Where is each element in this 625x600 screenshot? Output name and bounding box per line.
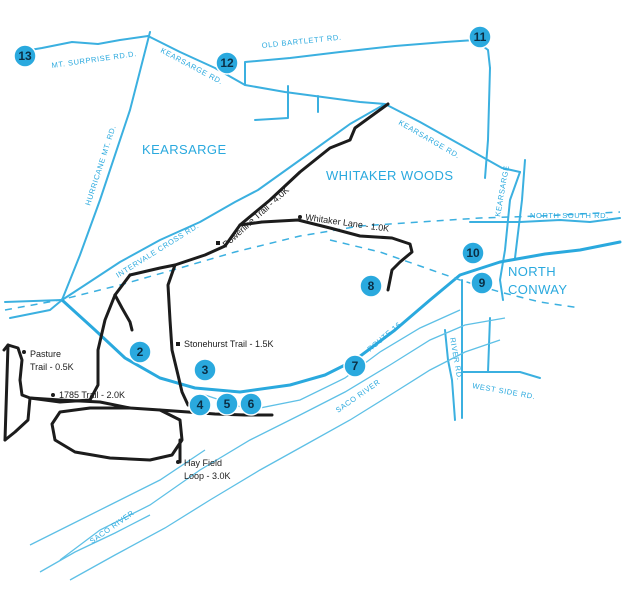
label-hayfield-1: Hay Field [184,458,222,468]
label-saco-river-2: SACO RIVER [88,508,136,545]
svg-text:12: 12 [220,56,234,70]
svg-text:11: 11 [474,30,487,44]
label-north-conway-2: CONWAY [508,282,567,297]
river-bank-south [69,339,501,581]
svg-text:6: 6 [248,397,255,411]
road-left-branch [4,299,63,303]
svg-text:9: 9 [479,276,486,290]
label-stonehurst-trail: Stonehurst Trail - 1.5K [184,339,274,349]
road-west-side [461,371,541,379]
label-saco-river-1: SACO RIVER [334,377,382,414]
marker-6[interactable]: 6 [239,392,263,416]
marker-11[interactable]: 11 [468,25,492,49]
label-pasture-1: Pasture [30,349,61,359]
label-intervale-cross: INTERVALE CROSS RD. [114,221,200,280]
label-route-16: ROUTE 16 [366,320,404,354]
label-north-conway-1: NORTH [508,264,556,279]
road-hurricane-mt [61,31,151,301]
pasture-dot [22,350,26,354]
stonehurst-label-dot [176,342,180,346]
marker-7[interactable]: 7 [343,354,367,378]
river-inner-north [29,449,206,546]
road-left-branch-2 [9,299,63,319]
trail-branch-ne [113,293,134,332]
road-kearsarge-vertical-2 [514,159,526,259]
marker-10[interactable]: 10 [461,241,485,265]
marker-4[interactable]: 4 [188,393,212,417]
svg-text:8: 8 [368,279,375,293]
svg-text:7: 7 [352,359,359,373]
trail-pasture-3 [3,396,32,442]
marker-2[interactable]: 2 [128,340,152,364]
trail-pasture-2 [3,343,10,442]
road-mt-surprise [17,35,149,53]
label-west-side: WEST SIDE RD. [472,381,537,401]
trail-1785-dot [51,393,55,397]
road-side-spur [254,85,289,121]
marker-3[interactable]: 3 [193,358,217,382]
marker-5[interactable]: 5 [215,392,239,416]
road-river-rd [444,329,456,421]
road-kearsarge [147,35,521,173]
label-whitaker-lane: Whitaker Lane - 1.0K [305,212,390,234]
label-powerline-trail: Powerline Trail - 4.0K [221,185,291,250]
label-hayfield-2: Loop - 3.0K [184,471,231,481]
label-north-south: NORTH SOUTH RD. [530,211,609,220]
svg-text:13: 13 [18,49,32,63]
powerline-dashed-2 [329,239,581,309]
svg-text:4: 4 [197,398,204,412]
marker-8[interactable]: 8 [359,274,383,298]
marker-9[interactable]: 9 [470,271,494,295]
label-kearsarge-rd-1: KEARSARGE RD. [159,46,225,87]
svg-text:5: 5 [224,397,231,411]
trail-stonehurst [166,263,190,407]
location-markers: 13 12 11 10 9 8 7 2 [13,25,494,417]
trail-powerline [128,102,390,277]
trail-network [2,102,414,464]
svg-text:10: 10 [466,246,480,260]
trail-whitaker-lane [260,218,414,292]
marker-13[interactable]: 13 [13,44,37,68]
label-mt-surprise: MT. SURPRISE RD.D. [51,49,137,70]
label-old-bartlett: OLD BARTLETT RD. [261,33,342,50]
label-1785-trail: 1785 Trail - 2.0K [59,390,125,400]
road-network [4,31,622,421]
trail-hayfield-loop [50,406,184,462]
road-route-16 [60,240,622,394]
powerline-label-dot [216,241,220,245]
road-conway-connector [487,317,491,373]
label-kearsarge-area: KEARSARGE [142,142,227,157]
road-north-south [469,217,621,223]
area-labels: KEARSARGE WHITAKER WOODS NORTH CONWAY [142,142,567,297]
river-inner-south [39,514,151,573]
road-intervale-cross [61,103,386,301]
whitaker-lane-dot [298,215,302,219]
river-bank-north [59,317,506,561]
river-upper-loop [204,309,461,411]
label-pasture-2: Trail - 0.5K [30,362,74,372]
hayfield-dot [176,460,180,464]
svg-text:3: 3 [202,363,209,377]
powerline-corridor [4,211,621,311]
trail-whitaker-connector [238,220,264,227]
road-kearsarge-north [484,67,491,179]
road-kearsarge-vertical [499,171,521,301]
label-whitaker-woods: WHITAKER WOODS [326,168,453,183]
marker-12[interactable]: 12 [215,51,239,75]
svg-text:2: 2 [137,345,144,359]
label-hurricane-mt: HURRICANE MT. RD. [83,124,118,207]
powerline-dashed-1 [4,211,621,311]
